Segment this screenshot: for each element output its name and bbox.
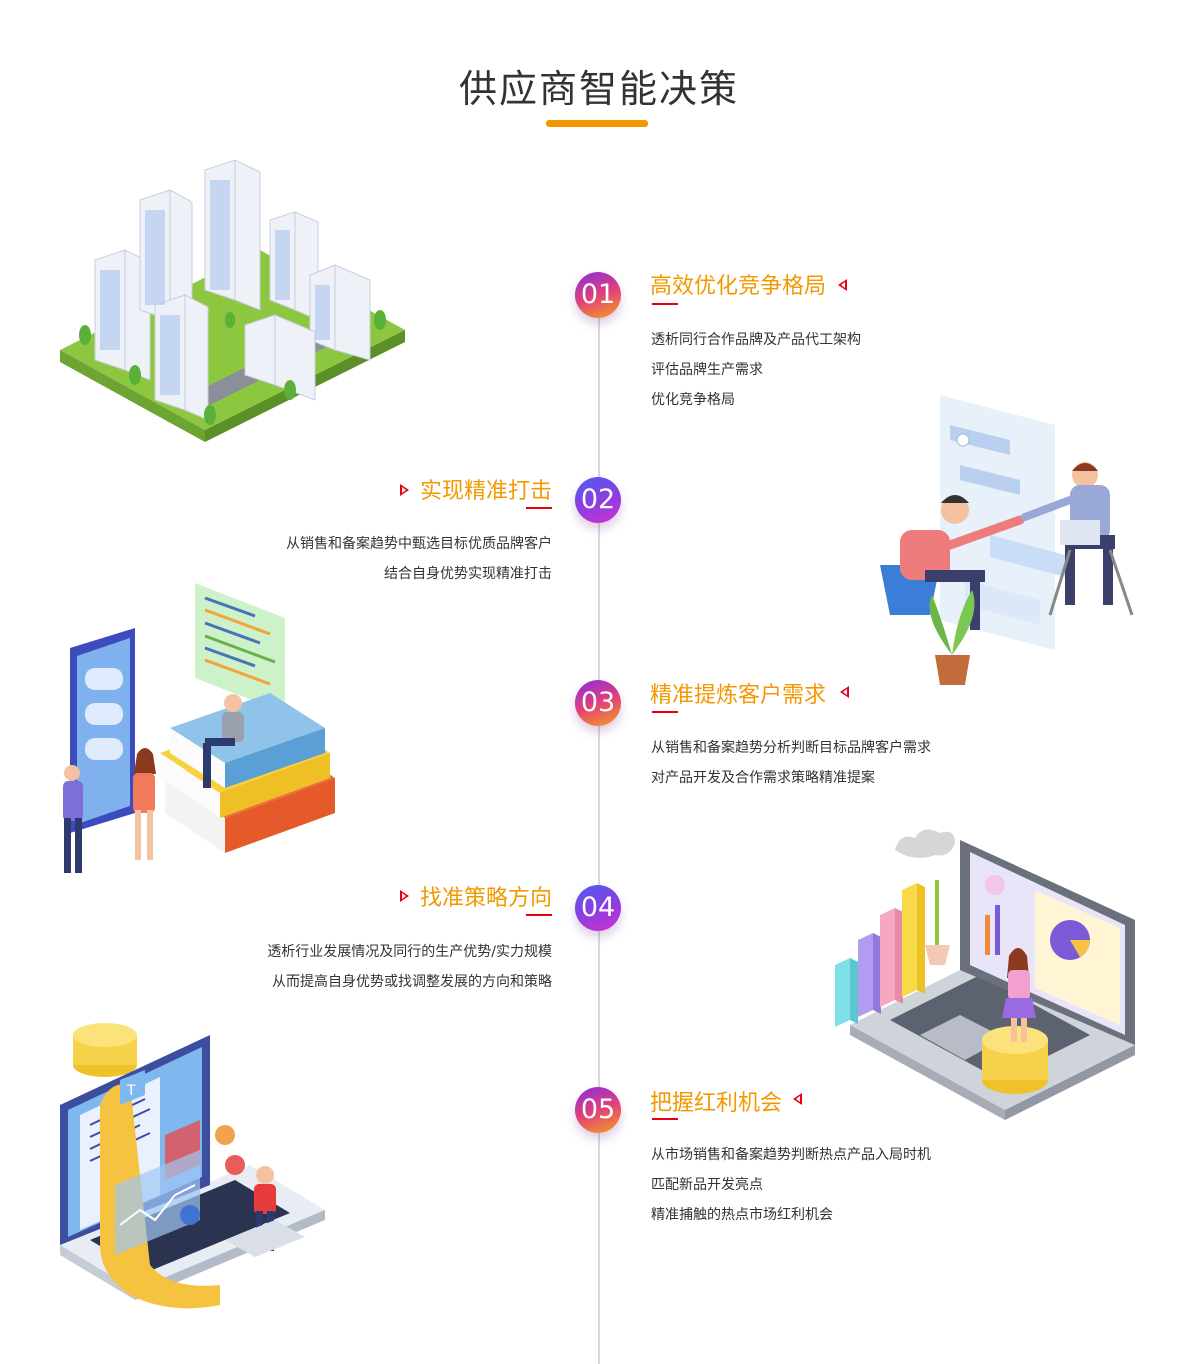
title-underline (546, 120, 648, 127)
desc-line: 透析同行合作品牌及产品代工架构 (651, 332, 861, 348)
desc-line: 从市场销售和备案趋势判断热点产品入局时机 (651, 1147, 931, 1163)
section-desc-05: 从市场销售和备案趋势判断热点产品入局时机 匹配新品开发亮点 精准捕触的热点市场红… (651, 1140, 931, 1230)
title-red-line (652, 1118, 678, 1120)
section-title-04: 找准策略方向 (419, 886, 552, 911)
phone-books-team-illustration (63, 583, 335, 873)
title-red-line (652, 711, 678, 713)
isometric-city-illustration (60, 160, 405, 442)
desc-line: 从销售和备案趋势中甄选目标优质品牌客户 (286, 536, 552, 552)
step-badge-02: 02 (575, 477, 621, 523)
desc-line: 对产品开发及合作需求策略精准提案 (651, 770, 875, 786)
section-desc-03: 从销售和备案趋势分析判断目标品牌客户需求 对产品开发及合作需求策略精准提案 (651, 733, 931, 793)
laptop-charts-coins-illustration (835, 829, 1135, 1120)
page-title: 供应商智能决策 (458, 67, 739, 111)
title-red-line (526, 507, 552, 509)
marker-icon (400, 890, 409, 902)
marker-icon (840, 686, 849, 698)
section-desc-04: 透析行业发展情况及同行的生产优势/实力规模 从而提高自身优势或找调整发展的方向和… (267, 937, 552, 997)
laptop-documents-coins-illustration: T (60, 1023, 325, 1309)
section-title-01: 高效优化竞争格局 (650, 274, 827, 299)
section-title-02: 实现精准打击 (419, 479, 552, 504)
desc-line: 结合自身优势实现精准打击 (384, 566, 552, 582)
section-title-05: 把握红利机会 (650, 1091, 783, 1116)
desc-line: 精准捕触的热点市场红利机会 (651, 1207, 833, 1223)
marker-icon (793, 1093, 802, 1105)
desc-line: 优化竞争格局 (651, 392, 735, 408)
desc-line: 透析行业发展情况及同行的生产优势/实力规模 (267, 944, 552, 960)
timeline-line (598, 300, 600, 1364)
title-red-line (526, 914, 552, 916)
marker-icon (400, 484, 409, 496)
desc-line: 评估品牌生产需求 (651, 362, 763, 378)
desc-line: 匹配新品开发亮点 (651, 1177, 763, 1193)
title-red-line (652, 303, 678, 305)
marker-icon (838, 279, 847, 291)
step-badge-01: 01 (575, 272, 621, 318)
desc-line: 从而提高自身优势或找调整发展的方向和策略 (272, 974, 552, 990)
business-handshake-illustration (880, 395, 1134, 685)
desc-line: 从销售和备案趋势分析判断目标品牌客户需求 (651, 740, 931, 756)
section-desc-01: 透析同行合作品牌及产品代工架构 评估品牌生产需求 优化竞争格局 (651, 325, 861, 415)
section-desc-02: 从销售和备案趋势中甄选目标优质品牌客户 结合自身优势实现精准打击 (286, 529, 552, 589)
section-title-03: 精准提炼客户需求 (650, 683, 827, 708)
step-badge-03: 03 (575, 680, 621, 726)
svg-text:T: T (126, 1083, 136, 1099)
step-badge-04: 04 (575, 885, 621, 931)
step-badge-05: 05 (575, 1087, 621, 1133)
